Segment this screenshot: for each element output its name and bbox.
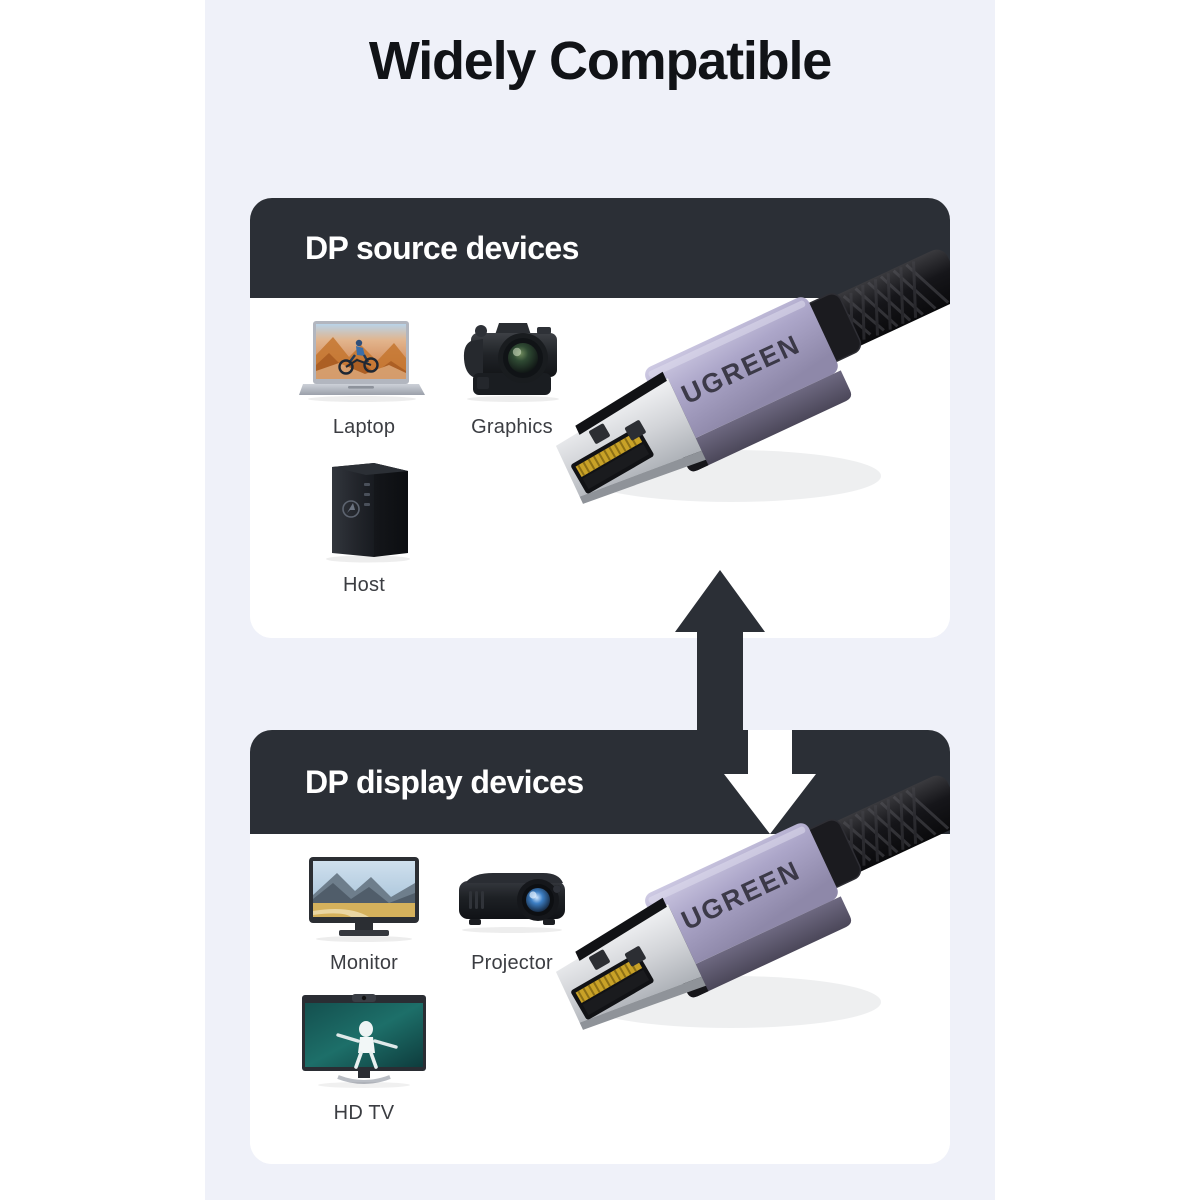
dp-source-header-title: DP source devices [305,229,579,266]
device-host: Host [290,457,438,597]
dp-display-header-title: DP display devices [305,763,584,800]
dp-display-header: DP display devices [250,730,950,834]
device-label: Projector [471,952,553,974]
device-projector: Projector [438,848,586,975]
device-monitor: Monitor [290,848,438,975]
dp-display-card: DP display devices [250,730,950,1164]
arrow-down [724,730,816,834]
dp-source-card: DP source devices [250,198,950,638]
device-row: Host [290,457,590,597]
device-label: Graphics [471,416,553,438]
device-row: HD TV [290,989,590,1125]
camera-icon [442,312,582,407]
dp-display-body: Monitor [250,775,950,1164]
ugreen-brand-text: UGREEN [677,329,805,410]
device-row: Laptop [290,312,590,439]
device-row: Monitor [290,848,590,975]
laptop-icon [294,312,434,407]
device-label: Monitor [329,952,399,974]
desktop-tower-icon [294,457,434,565]
page-title: Widely Compatible [368,31,832,91]
device-graphics: Graphics [438,312,586,439]
device-label: HD TV [333,1102,395,1124]
device-label: Laptop [332,416,396,438]
dp-source-body: Laptop [250,249,950,638]
device-label: Host [343,574,385,596]
dp-source-header: DP source devices [250,198,950,298]
device-hdtv: HD TV [290,989,438,1125]
projector-icon [442,848,582,943]
dp-source-device-list: Laptop [290,312,590,597]
hdtv-icon [294,989,434,1093]
device-laptop: Laptop [290,312,438,439]
monitor-icon [294,848,434,943]
ugreen-brand-text: UGREEN [677,855,805,936]
dp-display-device-list: Monitor [290,848,590,1125]
